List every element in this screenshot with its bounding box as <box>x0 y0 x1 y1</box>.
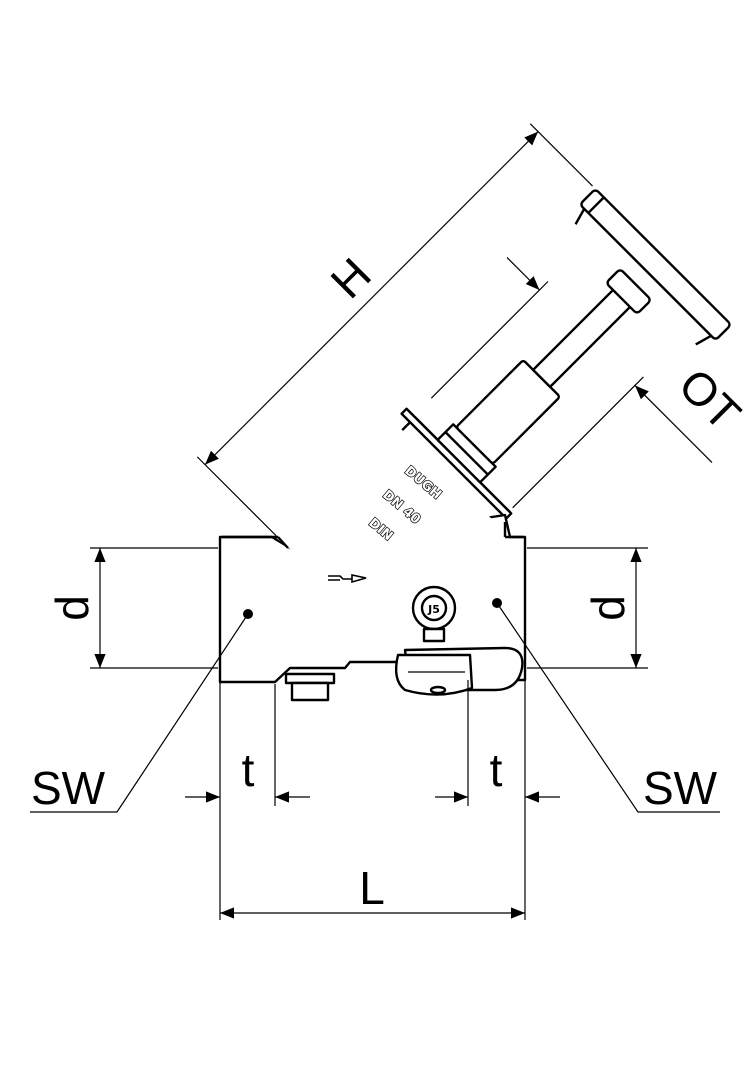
t-label-left: t <box>242 744 255 796</box>
valve-stem <box>531 287 633 389</box>
t-label-right: t <box>490 744 503 796</box>
handwheel-hub <box>606 269 651 314</box>
drain-plug <box>290 681 330 702</box>
d-label-right: d <box>582 595 634 621</box>
h-extension-line <box>196 456 284 544</box>
ot-label: OT <box>669 358 751 440</box>
drain-plug-flange <box>284 672 336 685</box>
sw-leader-right <box>496 602 720 813</box>
ot-dimension-line <box>634 385 713 463</box>
l-label: L <box>359 862 385 914</box>
h-extension-line <box>529 123 593 187</box>
knob-marking: J5 <box>427 603 440 616</box>
handwheel <box>580 189 731 340</box>
h-label: H <box>321 248 381 308</box>
h-dimension-line <box>204 131 539 466</box>
sw-leader-left <box>30 613 249 813</box>
flow-direction-arrow-icon <box>328 574 367 584</box>
drain-cap <box>394 653 474 696</box>
ot-extension-line <box>430 281 549 399</box>
d-label-left: d <box>46 595 98 621</box>
ot-extension-line <box>512 376 644 509</box>
sw-label-right: SW <box>643 762 718 814</box>
sw-label-left: SW <box>31 762 106 814</box>
